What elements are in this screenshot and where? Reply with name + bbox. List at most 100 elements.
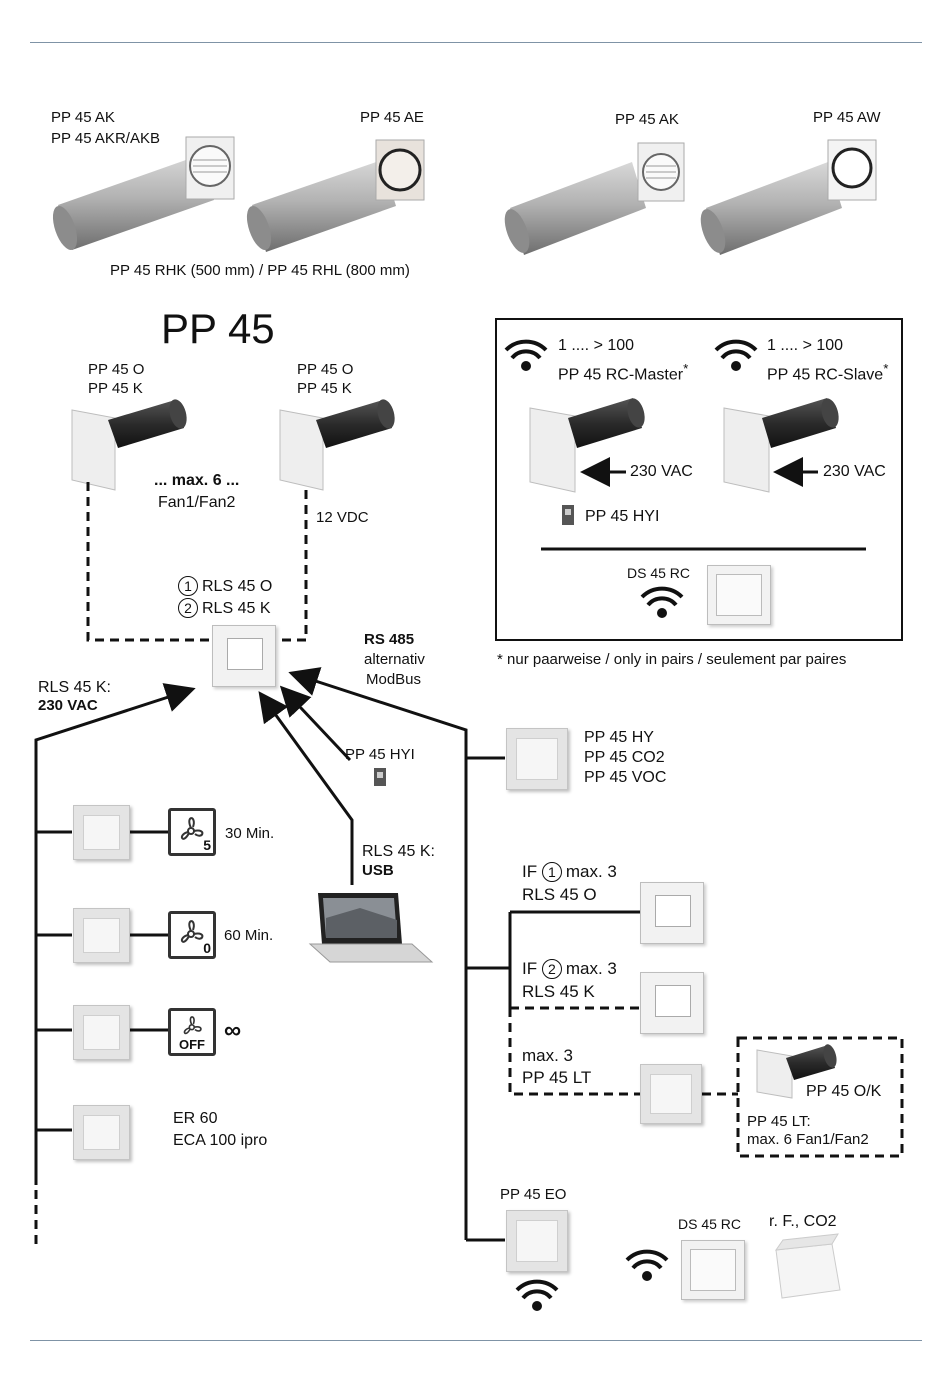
controller-keypad-icon [227,638,263,670]
push-switch-4[interactable] [73,1105,130,1160]
master-asterisk: * [683,361,689,376]
hyi-mid-label: PP 45 HYI [345,746,415,763]
fan-unit-1 [71,399,187,491]
legend-ds45rc-label: DS 45 RC [627,565,691,581]
num-2-circle: 2 [178,598,198,618]
legend-arrows [541,457,866,551]
er60-label: ER 60 [173,1110,218,1127]
rlsk-usb-line1: RLS 45 K: [362,843,435,860]
vac-left: 230 VAC [630,463,693,480]
unit1-line2: PP 45 K [88,380,143,397]
rf-co2-label: r. F., CO2 [769,1213,837,1230]
if1-name: RLS 45 O [522,885,597,904]
hyi-sensor-icon [374,768,386,786]
left-bus [34,683,196,1185]
min30-label: 30 Min. [225,825,275,842]
wifi-icon-ds45rc-bottom [625,1249,669,1281]
off-label: OFF [179,1037,205,1052]
vac-right: 230 VAC [823,463,886,480]
tube-1 [52,136,235,250]
if1-post: max. 3 [565,862,617,881]
sensor-co2: PP 45 CO2 [584,749,665,766]
fan12-label: Fan1/Fan2 [158,494,236,511]
page-title: PP 45 [161,305,275,352]
lt-note-line2: max. 6 Fan1/Fan2 [747,1131,869,1148]
ds45rc-bottom-keys [690,1249,736,1291]
right-bus [464,730,640,1242]
legend-unit-master [529,398,645,493]
wifi-icon-master [504,339,548,371]
laptop-icon [308,893,434,963]
infinity-label: ∞ [224,1017,242,1044]
ok-unit-small [756,1044,837,1099]
if2-circle: 2 [541,959,562,979]
rf-co2-sensor [774,1233,841,1299]
rs485-label: RS 485 [364,631,415,648]
master-label: PP 45 RC-Master* [558,359,688,385]
wireless-legend-box [495,318,903,641]
label-pp45ae: PP 45 AE [360,109,424,126]
label-pp45ak-left: PP 45 AK [51,109,115,126]
sensor-hy: PP 45 HY [584,729,654,746]
sensor-voc: PP 45 VOC [584,769,667,786]
rls-o-text: RLS 45 O [202,578,273,595]
legend-ds45rc-switch [707,565,771,625]
slave-label: PP 45 RC-Slave* [767,359,888,385]
push-switch-1[interactable] [73,805,130,860]
unit1-line1: PP 45 O [88,361,145,378]
if1-circle: 1 [541,862,562,882]
unit2-line2: PP 45 K [297,380,352,397]
fan-off-icon: OFF [168,1008,216,1056]
max6-label: ... max. 6 ... [154,472,240,489]
if2-name: RLS 45 K [522,982,595,1001]
label-pp45akr: PP 45 AKR/AKB [51,130,160,147]
label-pp45ak-right: PP 45 AK [615,111,679,128]
if2-pre: IF [522,959,538,978]
fan0-label: 0 [203,940,211,956]
ok-unit-label: PP 45 O/K [806,1083,882,1100]
legend-hyi: PP 45 HYI [585,508,660,525]
right-bus-dashed [508,1006,904,1158]
fan5-label: 5 [203,837,211,853]
min60-label: 60 Min. [224,927,274,944]
tube-4 [700,139,877,255]
unit2-line1: PP 45 O [297,361,354,378]
rls45k-keypad [655,985,691,1017]
lt-note-line1: PP 45 LT: [747,1113,811,1130]
rls45o-keypad [655,895,691,927]
vdc-label: 12 VDC [316,509,369,526]
slave-label-text: PP 45 RC-Slave [767,366,884,384]
tube-caption: PP 45 RHK (500 mm) / PP 45 RHL (800 mm) [110,262,410,279]
rlsk-usb-line2: USB [362,862,394,879]
eca-label: ECA 100 ipro [173,1132,268,1149]
ds45rc-bottom-label: DS 45 RC [678,1216,742,1232]
fan-boost-5-icon: 5 [168,808,216,856]
lt-line2: PP 45 LT [522,1068,592,1087]
push-switch-3[interactable] [73,1005,130,1060]
tube-3 [504,142,685,255]
rlsk-230-line1: RLS 45 K: [38,679,111,696]
push-switch-2[interactable] [73,908,130,963]
label-pp45aw: PP 45 AW [813,109,881,126]
hyi-sensor-icon-legend [562,505,574,525]
modbus-label: ModBus [366,671,422,688]
lt-switch [640,1064,702,1124]
ds45rc-keys [716,574,762,616]
fan-unit-2 [279,399,395,491]
rls45k-controller [640,972,704,1034]
wifi-icon-eo [515,1279,559,1311]
lt-line1: max. 3 [522,1046,574,1065]
wifi-icon-ds45rc [640,586,684,618]
legend-footnote: * nur paarweise / only in pairs / seulem… [497,651,847,668]
slave-asterisk: * [883,361,889,376]
rls-k-text: RLS 45 K [202,600,271,617]
slave-range: 1 .... > 100 [767,337,844,354]
wifi-icon-slave [714,339,758,371]
alternativ-label: alternativ [364,651,425,668]
if1-pre: IF [522,862,538,881]
